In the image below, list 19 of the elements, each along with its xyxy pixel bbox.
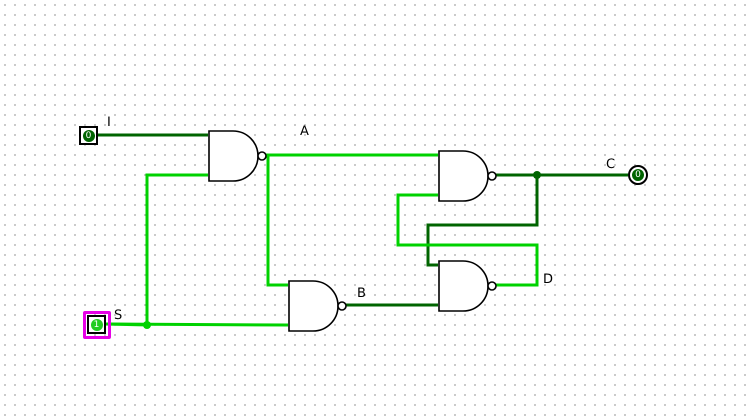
wire [105,322,288,326]
nand-gate [438,150,497,202]
pin-value: 1 [90,318,102,330]
nand-gate [208,130,267,182]
input-pin [79,126,98,145]
wire [97,134,208,136]
nand-gate [288,280,347,332]
wire [266,154,288,286]
wire-label: D [543,273,554,287]
wire-label: A [300,125,309,139]
pin-value: 0 [632,168,644,180]
pin-label: C [606,158,616,172]
wire-label: B [357,287,366,301]
pin-label: I [107,116,111,130]
output-pin [628,165,648,185]
pin-value: 0 [82,130,94,142]
input-pin [87,315,106,334]
nand-gate [438,260,497,312]
pin-label: S [114,309,122,323]
